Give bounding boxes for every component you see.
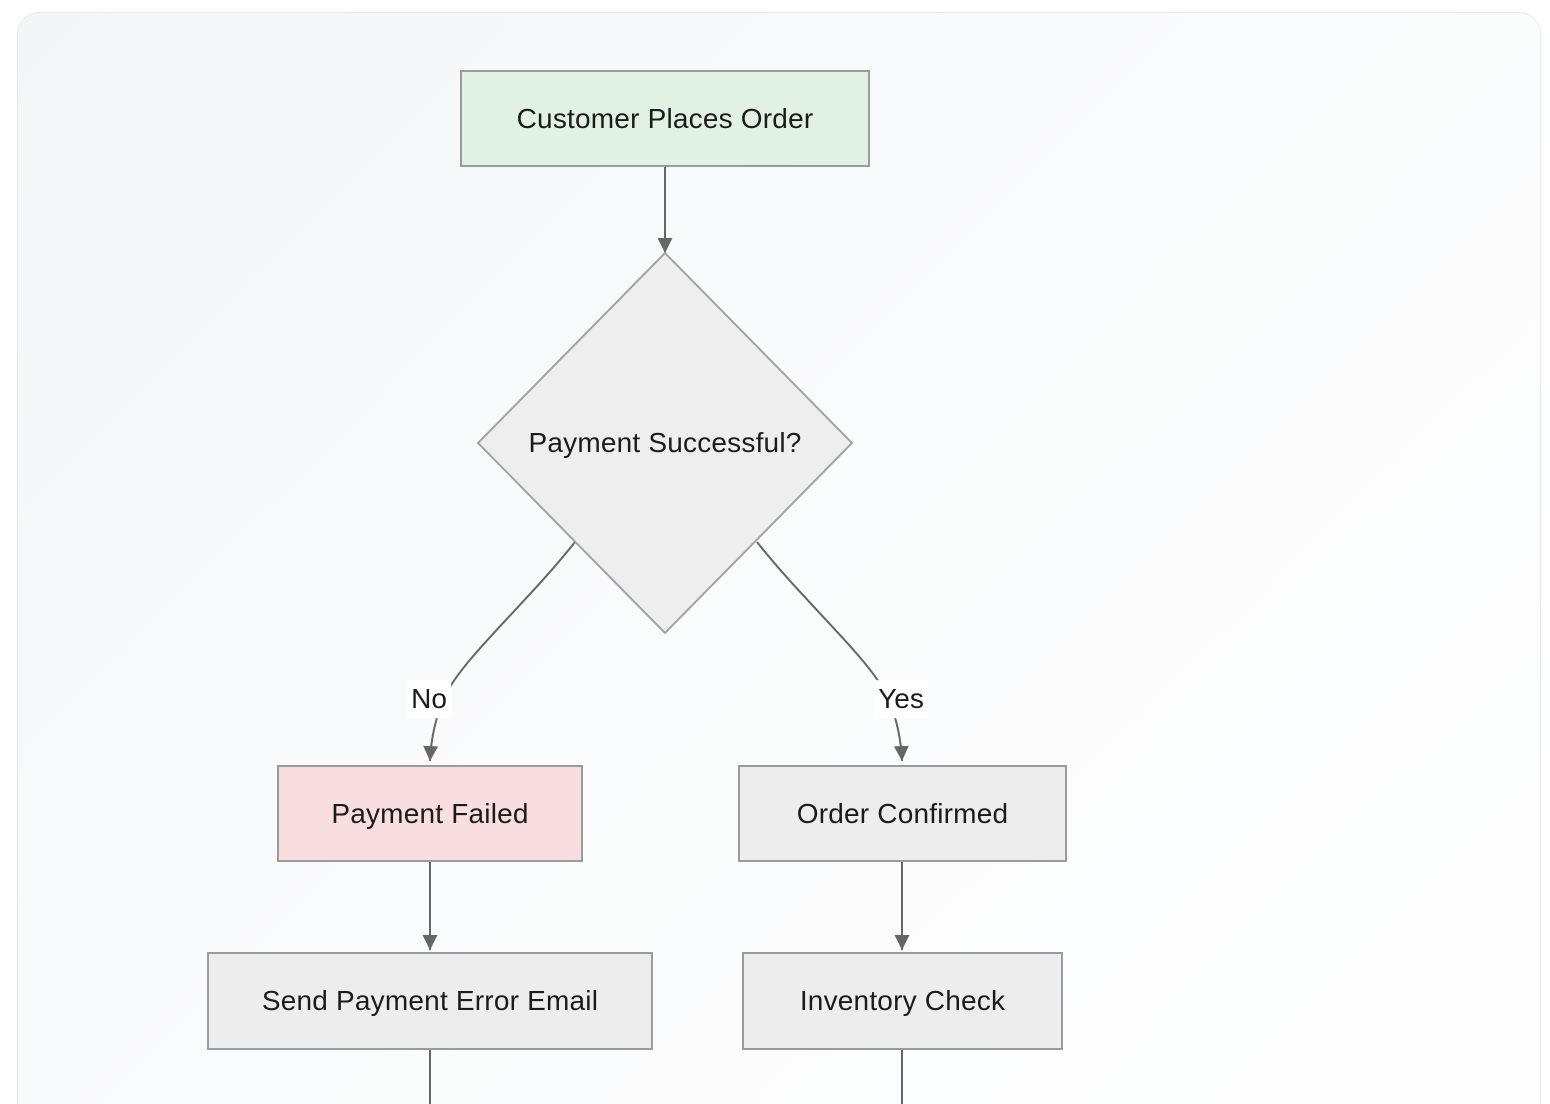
- edge-label-no: No: [407, 680, 451, 718]
- node-customer-places-order: Customer Places Order: [460, 70, 870, 167]
- node-label: Customer Places Order: [516, 102, 814, 134]
- node-label: Payment Failed: [331, 797, 529, 829]
- node-label: Order Confirmed: [796, 797, 1009, 829]
- node-payment-successful-label: Payment Successful?: [528, 427, 802, 458]
- node-order-confirmed: Order Confirmed: [738, 765, 1067, 862]
- edge-label-yes: Yes: [874, 680, 928, 718]
- node-payment-failed: Payment Failed: [277, 765, 583, 862]
- node-send-payment-error-email: Send Payment Error Email: [207, 952, 653, 1050]
- node-inventory-check: Inventory Check: [742, 952, 1063, 1050]
- node-label: Inventory Check: [799, 985, 1006, 1016]
- canvas-card: [17, 12, 1541, 1104]
- node-label: Send Payment Error Email: [261, 985, 599, 1016]
